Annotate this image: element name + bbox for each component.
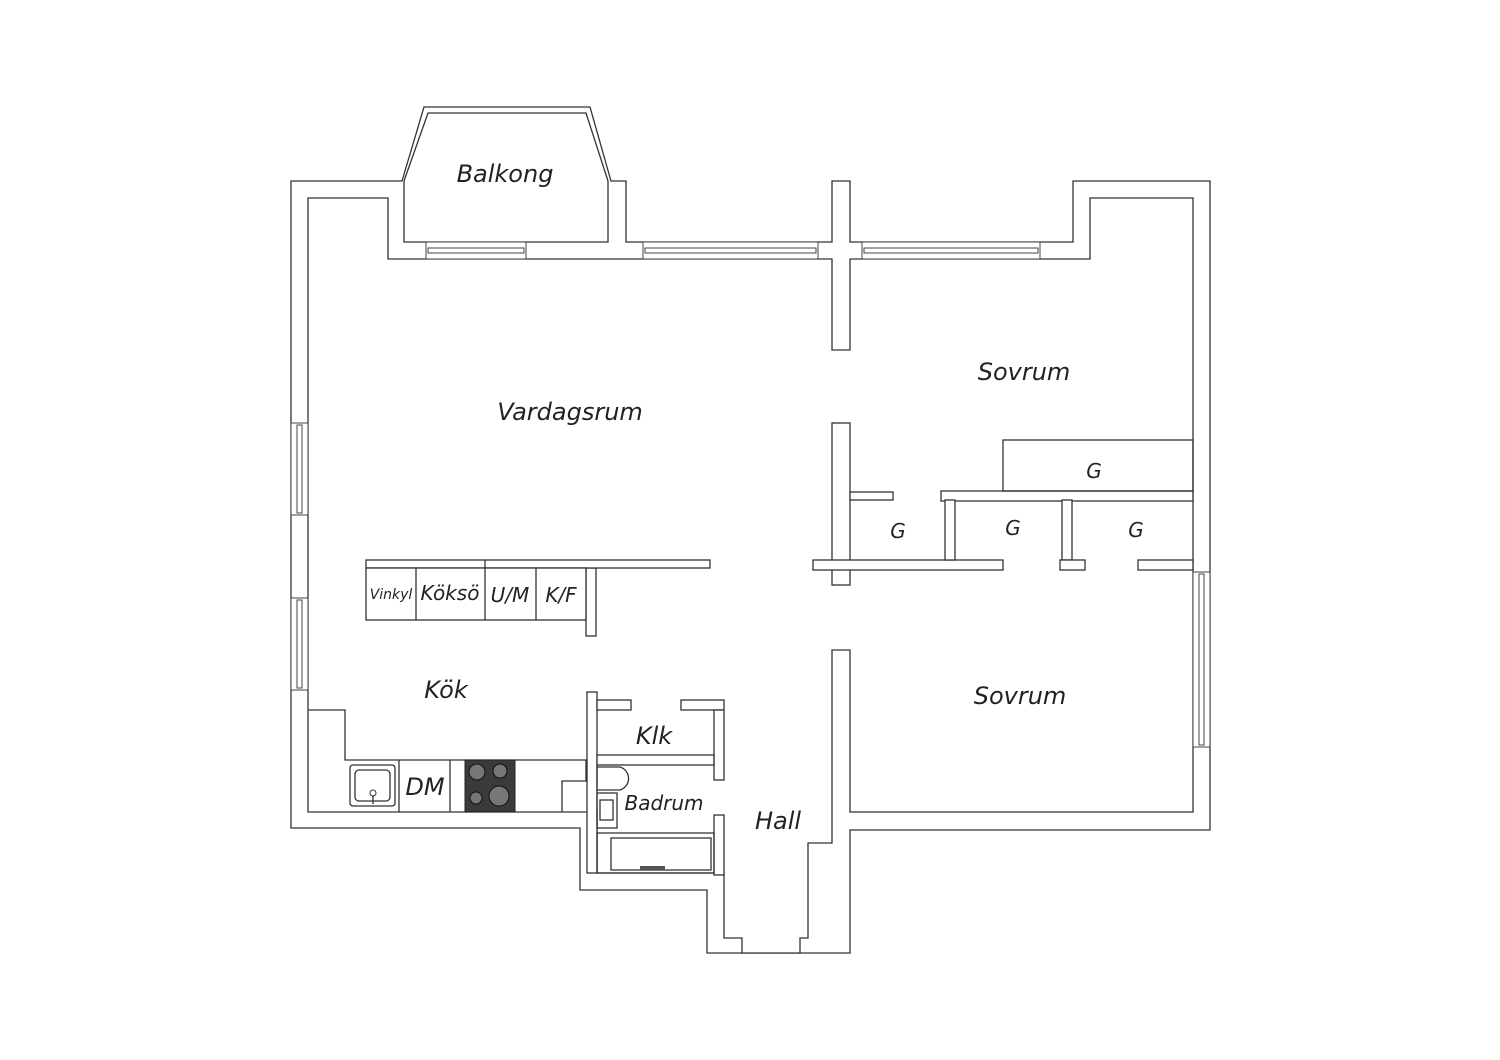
unit-label-oven-microwave: U/M — [491, 583, 530, 607]
room-label-hall: Hall — [755, 807, 801, 835]
room-label-bedroom-1: Sovrum — [978, 358, 1071, 386]
wardrobe-label: G — [1128, 518, 1144, 542]
room-label-bathroom: Badrum — [624, 791, 703, 815]
wardrobe-label: G — [1086, 459, 1102, 483]
windows — [290, 241, 1211, 748]
room-label-klk: Klk — [636, 722, 673, 750]
sink-icon — [349, 764, 396, 807]
kitchen-island — [365, 559, 711, 621]
stove-icon — [464, 759, 516, 813]
unit-label-fridge-freezer: K/F — [545, 583, 577, 607]
room-label-living-room: Vardagsrum — [497, 398, 643, 426]
interior-walls — [585, 422, 1194, 876]
toilet-icon — [596, 766, 630, 791]
washbasin-icon — [596, 792, 618, 829]
wardrobe-label: G — [890, 519, 906, 543]
room-label-bedroom-2: Sovrum — [974, 682, 1067, 710]
bathtub-icon — [596, 832, 715, 874]
inner-wall — [307, 197, 1194, 954]
kitchen-counter — [308, 709, 587, 812]
unit-label-dishwasher: DM — [405, 773, 444, 801]
unit-label-kitchen-island: Köksö — [421, 581, 480, 605]
wardrobe-label: G — [1005, 516, 1021, 540]
unit-label-wine-fridge: Vinkyl — [370, 587, 413, 603]
balcony-rail — [403, 112, 609, 182]
room-label-kitchen: Kök — [424, 676, 469, 704]
room-label-balcony: Balkong — [457, 160, 554, 188]
